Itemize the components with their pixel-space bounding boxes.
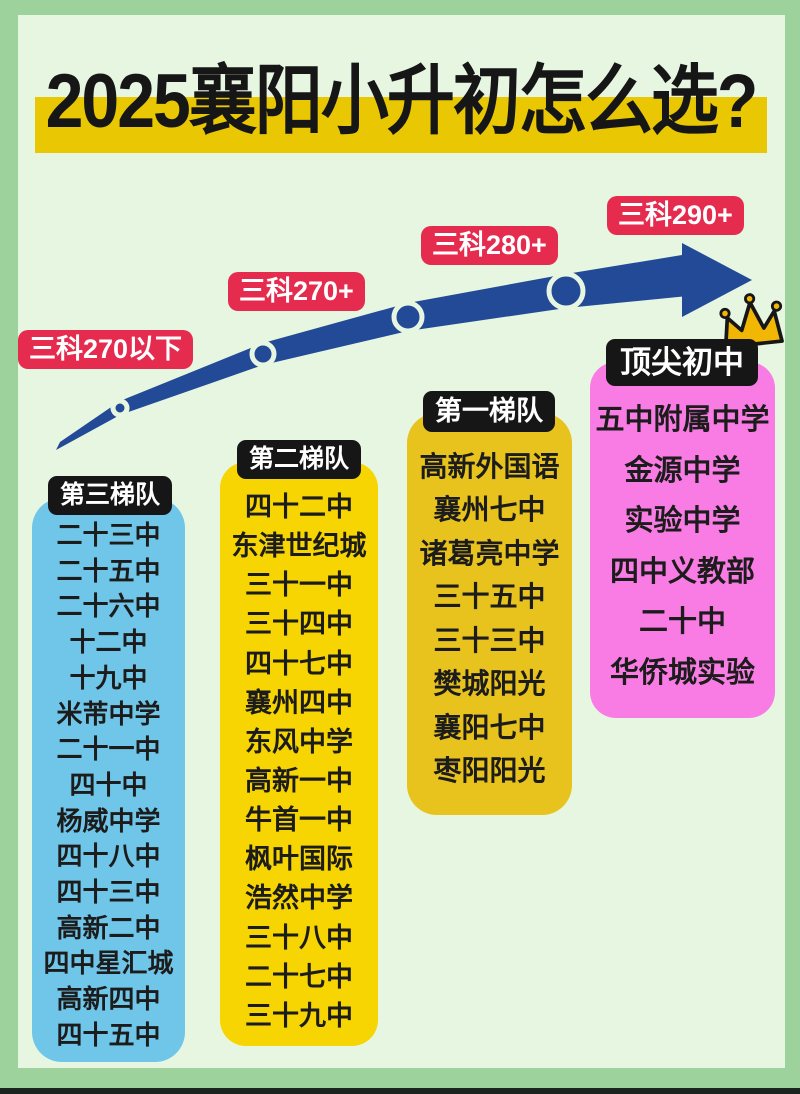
- top-tier-header: 顶尖初中: [606, 339, 758, 386]
- school-item: 四中义教部: [609, 555, 755, 588]
- school-item: 枫叶国际: [245, 844, 353, 875]
- tier1-column: 高新外国语襄州七中诸葛亮中学三十五中三十三中樊城阳光襄阳七中枣阳阳光: [407, 413, 572, 815]
- top-tier-column: 五中附属中学金源中学实验中学四中义教部二十中华侨城实验: [590, 362, 775, 718]
- tier2-column: 四十二中东津世纪城三十一中三十四中四十七中襄州四中东风中学高新一中牛首一中枫叶国…: [220, 462, 378, 1046]
- school-item: 东风中学: [245, 726, 353, 757]
- school-item: 襄阳七中: [433, 711, 546, 743]
- school-item: 襄州四中: [245, 687, 353, 718]
- school-item: 高新外国语: [419, 451, 560, 482]
- tier3-column: 二十三中二十五中二十六中十二中十九中米芾中学二十一中四十中杨威中学四十八中四十三…: [32, 498, 185, 1062]
- school-item: 高新二中: [56, 912, 161, 943]
- score-label-270-below: 三科270以下: [18, 330, 194, 369]
- school-item: 三十五中: [433, 581, 546, 613]
- school-item: 二十六中: [56, 591, 161, 622]
- arrow-band: [56, 254, 688, 450]
- title-block: 2025襄阳小升初怎么选?: [35, 50, 767, 153]
- school-item: 米芾中学: [56, 698, 161, 729]
- school-item: 十九中: [69, 662, 148, 693]
- school-item: 高新一中: [245, 765, 353, 796]
- arrow-node-dot: [249, 340, 277, 368]
- school-item: 三十一中: [245, 570, 353, 601]
- school-item: 三十四中: [245, 609, 353, 640]
- school-item: 五中附属中学: [595, 404, 770, 436]
- score-label-290-plus: 三科290+: [607, 196, 744, 235]
- school-item: 浩然中学: [245, 883, 353, 914]
- tier1-header: 第一梯队: [423, 391, 555, 432]
- school-item: 三十九中: [245, 1000, 353, 1031]
- school-item: 四中星汇城: [43, 948, 174, 979]
- school-item: 诸葛亮中学: [419, 537, 560, 569]
- school-item: 四十五中: [56, 1019, 161, 1050]
- school-item: 襄州七中: [433, 494, 546, 526]
- school-item: 二十五中: [56, 555, 161, 586]
- bottom-strip: [0, 1088, 800, 1094]
- school-item: 牛首一中: [245, 805, 353, 836]
- arrow-node-dot: [110, 398, 130, 418]
- crown-icon: [719, 293, 784, 349]
- school-item: 二十三中: [56, 520, 161, 550]
- school-item: 二十七中: [245, 961, 353, 992]
- title-highlight-band: [35, 97, 767, 153]
- school-item: 三十三中: [433, 624, 546, 656]
- school-item: 二十中: [638, 606, 726, 639]
- school-item: 三十八中: [245, 922, 353, 953]
- arrow-node-dot: [391, 300, 425, 334]
- school-item: 华侨城实验: [609, 656, 755, 689]
- tier3-header: 第三梯队: [48, 476, 173, 515]
- school-item: 四十中: [69, 769, 148, 800]
- school-item: 实验中学: [624, 505, 741, 538]
- school-item: 樊城阳光: [433, 668, 546, 700]
- school-item: 二十一中: [56, 734, 161, 765]
- school-item: 金源中学: [624, 454, 741, 487]
- arrow-node-dot: [546, 271, 586, 311]
- score-label-280-plus: 三科280+: [421, 226, 558, 265]
- school-item: 四十三中: [56, 877, 161, 908]
- school-item: 枣阳阳光: [433, 754, 546, 786]
- school-item: 高新四中: [56, 984, 161, 1015]
- school-item: 杨威中学: [56, 805, 161, 836]
- school-item: 东津世纪城: [231, 531, 367, 562]
- school-item: 四十八中: [56, 841, 161, 872]
- school-item: 四十二中: [245, 492, 353, 522]
- school-item: 十二中: [69, 627, 148, 658]
- page-title: 2025襄阳小升初怎么选?: [45, 58, 759, 144]
- arrowhead: [682, 243, 752, 317]
- score-label-270-plus: 三科270+: [228, 272, 365, 311]
- tier2-header: 第二梯队: [237, 440, 362, 479]
- school-item: 四十七中: [245, 648, 353, 679]
